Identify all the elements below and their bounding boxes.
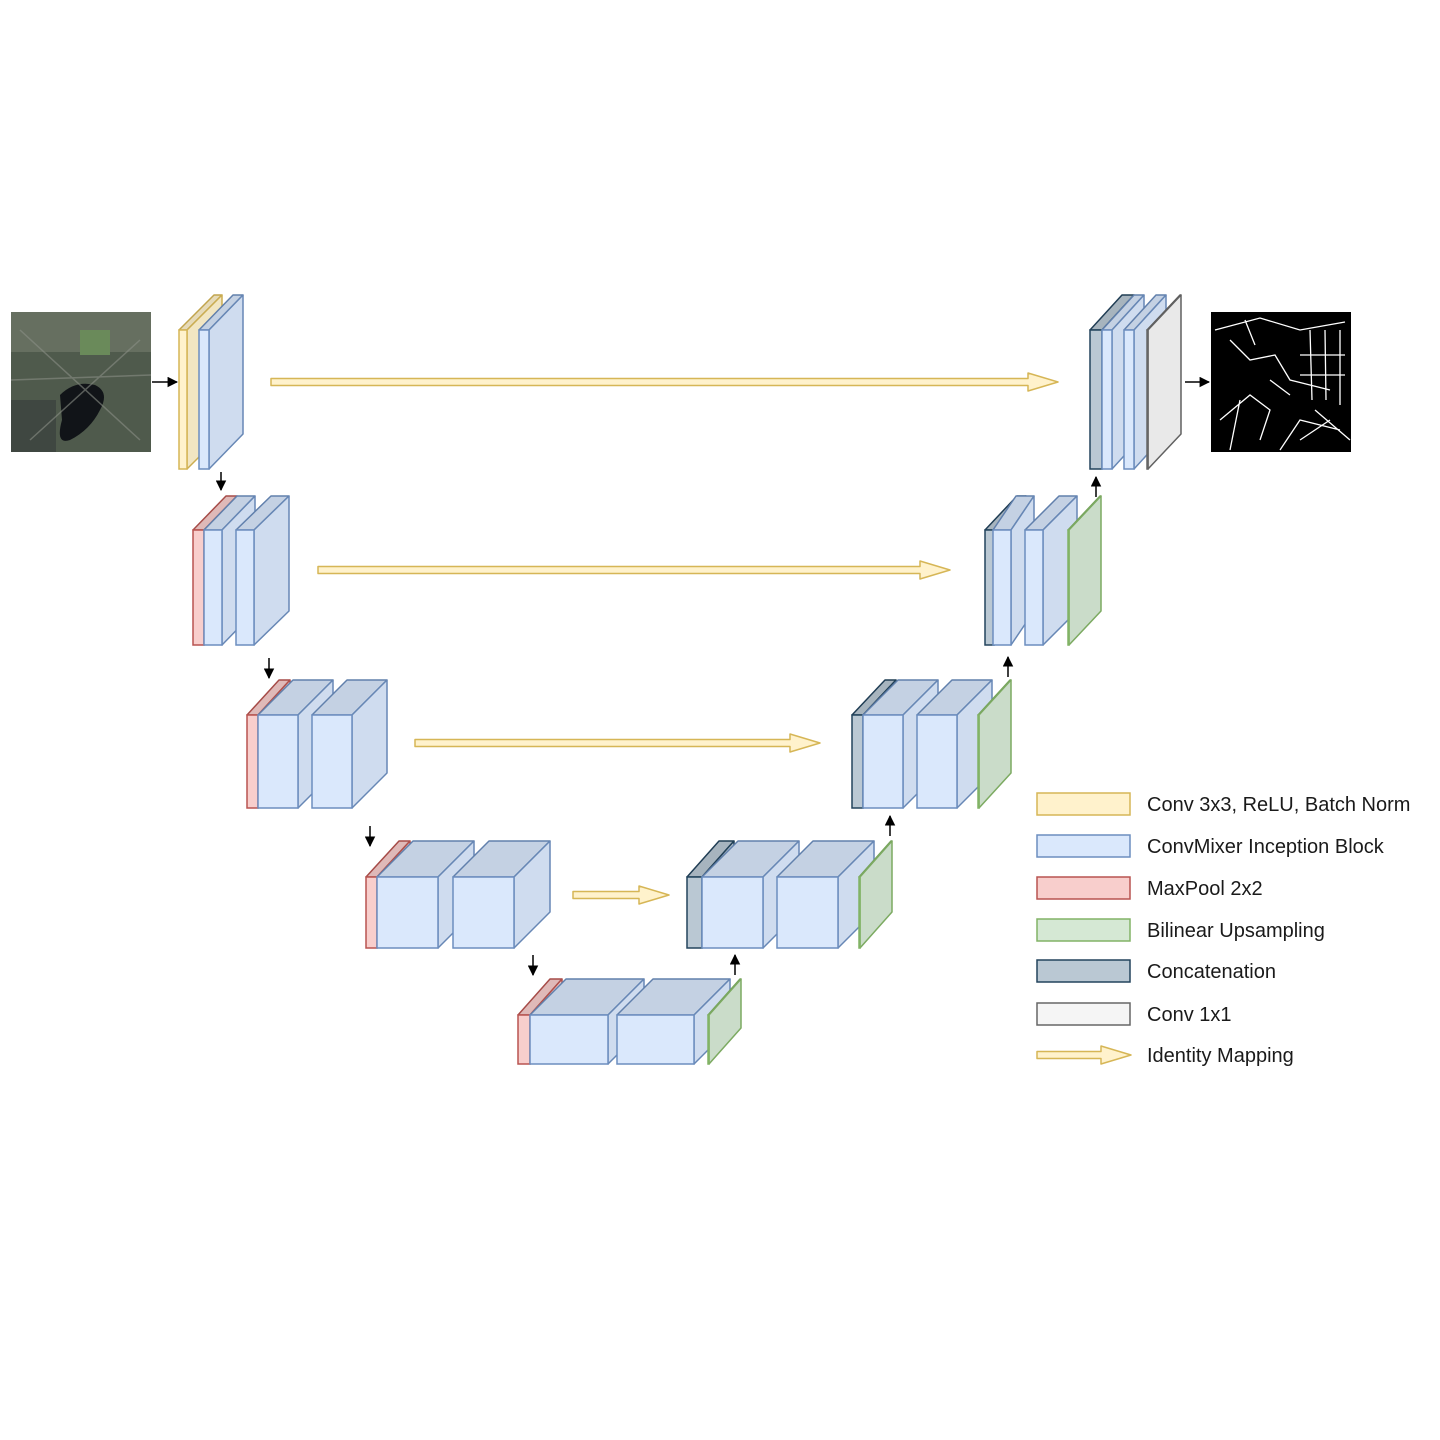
identity-mapping-arrow: [414, 733, 821, 753]
bilinear-upsampling-block: [977, 679, 1012, 809]
identity-mapping-arrow: [317, 560, 951, 580]
legend-item-upsample: Bilinear Upsampling: [1036, 918, 1325, 942]
legend-swatch-conv1x1: [1036, 1002, 1131, 1026]
legend-item-conv3x3: Conv 3x3, ReLU, Batch Norm: [1036, 792, 1410, 816]
legend-label: Bilinear Upsampling: [1147, 920, 1325, 942]
bilinear-upsampling-block: [858, 840, 893, 949]
convmixer-block: [452, 840, 551, 949]
identity-mapping-arrow: [270, 372, 1059, 392]
convmixer-block: [235, 495, 290, 646]
legend-item-convmixer: ConvMixer Inception Block: [1036, 834, 1385, 858]
legend-label: MaxPool 2x2: [1147, 878, 1263, 900]
legend-swatch-maxpool: [1036, 876, 1131, 900]
output-road-mask-image: [1211, 312, 1351, 452]
legend-label: Conv 3x3, ReLU, Batch Norm: [1147, 794, 1410, 816]
legend-swatch-upsample: [1036, 918, 1131, 942]
legend-item-conv1x1: Conv 1x1: [1036, 1002, 1232, 1026]
legend-swatch-convmixer: [1036, 834, 1131, 858]
bilinear-upsampling-block: [1067, 495, 1102, 646]
convmixer-block: [311, 679, 388, 809]
legend-label: ConvMixer Inception Block: [1147, 836, 1385, 858]
legend-label: Concatenation: [1147, 961, 1276, 983]
legend-label: Conv 1x1: [1147, 1004, 1232, 1026]
network-blocks: [178, 294, 1182, 1065]
legend-item-maxpool: MaxPool 2x2: [1036, 876, 1263, 900]
convmixer-block: [198, 294, 244, 470]
legend-swatch-concat: [1036, 959, 1131, 983]
convmixer-block: [616, 978, 731, 1065]
identity-mapping-arrow: [572, 885, 670, 905]
bilinear-upsampling-block: [707, 978, 742, 1065]
input-satellite-image: [10, 312, 152, 452]
convmixer-block: [776, 840, 875, 949]
legend-swatch-identity-arrow: [1036, 1045, 1132, 1065]
legend-label: Identity Mapping: [1147, 1045, 1294, 1067]
legend-swatch-conv3x3: [1036, 792, 1131, 816]
flow-arrows: [152, 376, 1211, 977]
legend-item-concat: Concatenation: [1036, 959, 1276, 983]
conv1x1-block: [1146, 294, 1182, 470]
identity-mapping-arrows: [270, 372, 1059, 905]
legend-item-identity: Identity Mapping: [1036, 1045, 1294, 1067]
